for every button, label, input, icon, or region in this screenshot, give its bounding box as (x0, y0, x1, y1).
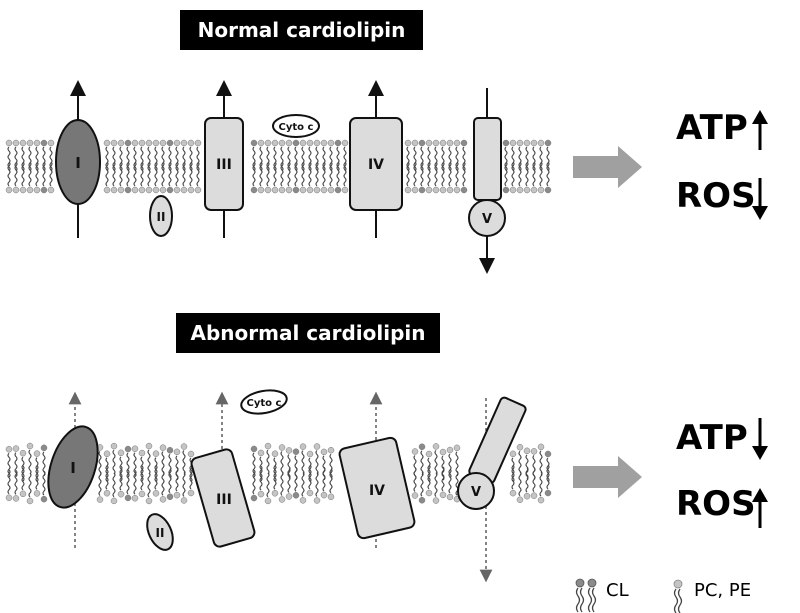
complex-i-abn-label: I (70, 459, 76, 477)
complex-iv-abn-label: IV (369, 483, 385, 499)
atp-down-arrow (752, 418, 768, 460)
legend-cl-label: CL (606, 580, 629, 601)
complex-i-label: I (75, 154, 81, 172)
complex-v-abn (457, 472, 495, 510)
complex-v-label: V (482, 212, 492, 227)
ros-label-abnormal: ROS (676, 484, 756, 524)
legend-pc-pe-icon (673, 579, 683, 613)
membrane-abnormal (5, 442, 552, 505)
complex-iv-abn (338, 436, 416, 540)
atp-label-normal: ATP (676, 108, 748, 148)
complex-ii (149, 195, 173, 237)
complex-iii-abn (190, 448, 256, 548)
complex-iii-label: III (216, 157, 232, 173)
complex-v (468, 199, 506, 237)
result-arrow-abnormal (573, 456, 642, 498)
normal-panel: I II III Cyto c IV V (55, 80, 768, 274)
membrane-normal (5, 139, 552, 194)
complex-ii-abn-label: II (156, 526, 165, 540)
ros-label-normal: ROS (676, 176, 756, 216)
complex-i-abn (47, 425, 99, 509)
abnormal-panel: I II III Cyto c IV V (47, 389, 768, 583)
complex-iii (204, 117, 244, 211)
complex-i (55, 119, 101, 205)
legend-pc-pe-label: PC, PE (694, 580, 752, 601)
cyto-c (272, 114, 320, 138)
complex-ii-label: II (157, 210, 166, 224)
ros-down-arrow (752, 178, 768, 220)
complex-v-abn-stalk (468, 396, 527, 484)
cyto-c-label: Cyto c (279, 122, 314, 133)
title-normal-cardiolipin: Normal cardiolipin (180, 10, 423, 50)
complex-iii-abn-label: III (216, 492, 232, 508)
cyto-c-abn-label: Cyto c (247, 398, 282, 409)
legend (575, 578, 683, 613)
atp-up-arrow (752, 110, 768, 150)
legend-cl-icon (575, 578, 597, 613)
cyto-c-abn (240, 389, 288, 415)
complex-v-stalk (473, 117, 502, 201)
complex-v-abn-label: V (471, 485, 481, 500)
result-arrow-normal (573, 146, 642, 188)
complex-iv (349, 117, 403, 211)
title-abnormal-cardiolipin: Abnormal cardiolipin (176, 313, 440, 353)
ros-up-arrow (752, 488, 768, 528)
atp-label-abnormal: ATP (676, 418, 748, 458)
complex-iv-label: IV (368, 157, 384, 173)
complex-ii-abn (146, 513, 174, 551)
